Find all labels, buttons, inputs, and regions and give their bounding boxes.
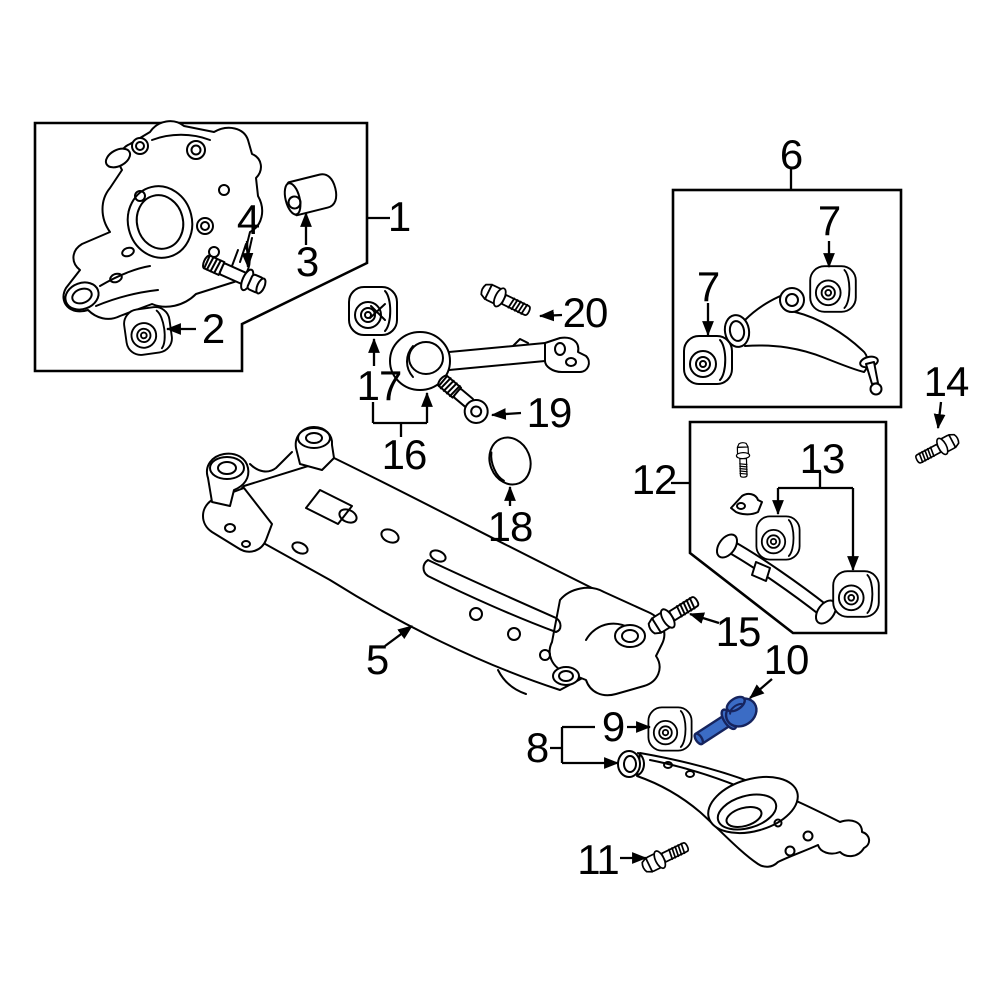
part-12-clip [730,492,763,516]
part-9-bushing [647,706,693,752]
callout-4: 4 [236,196,260,243]
part-20-bolt [477,279,535,322]
part-13-bushing-lower [832,570,880,618]
callout-5: 5 [365,636,389,683]
callout-16: 16 [381,431,428,478]
callout-2: 2 [201,305,225,352]
part-7-bushing-left [683,335,733,385]
callout-7b: 7 [817,197,841,244]
part-16-arm-drawing [389,331,590,391]
callout-6: 6 [779,131,803,178]
callout-leader-lines [165,168,946,864]
part-4-stud-bolt [202,254,267,295]
group-box-12 [688,420,888,635]
callout-10[interactable]: 10 [763,636,810,683]
part-14-bolt [911,429,963,469]
callout-13: 13 [799,435,846,482]
callout-1: 1 [387,193,411,240]
callout-15: 15 [715,608,762,655]
part-6-upper-arm-drawing [723,287,883,396]
callout-18: 18 [487,503,534,550]
group-box-1 [33,121,369,373]
part-2-bushing [121,304,175,358]
callout-7a: 7 [696,263,720,310]
callout-17: 17 [356,362,403,409]
part-10-highlighted-cam-bolt[interactable] [688,691,761,752]
callout-8: 8 [525,724,549,771]
callout-12: 12 [631,456,678,503]
callout-19: 19 [526,389,573,436]
part-17-bushing [348,286,398,336]
part-7-bushing-right [809,265,857,313]
part-8-lower-arm-drawing [617,750,870,868]
part-knuckle-drawing [62,120,264,320]
part-5-subframe-drawing [202,426,666,697]
part-3-bushing-sleeve [283,173,338,217]
part-18-cap [488,436,532,486]
callout-14: 14 [923,358,970,405]
part-12-small-bolt [735,441,751,479]
part-11-bolt [638,836,693,877]
callout-3: 3 [295,238,319,285]
callout-20: 20 [562,289,609,336]
part-13-bushing-upper [755,515,801,561]
part-19-bolt [437,374,489,424]
group-box-6 [671,188,903,409]
callout-9: 9 [601,703,625,750]
callout-11: 11 [577,836,620,883]
